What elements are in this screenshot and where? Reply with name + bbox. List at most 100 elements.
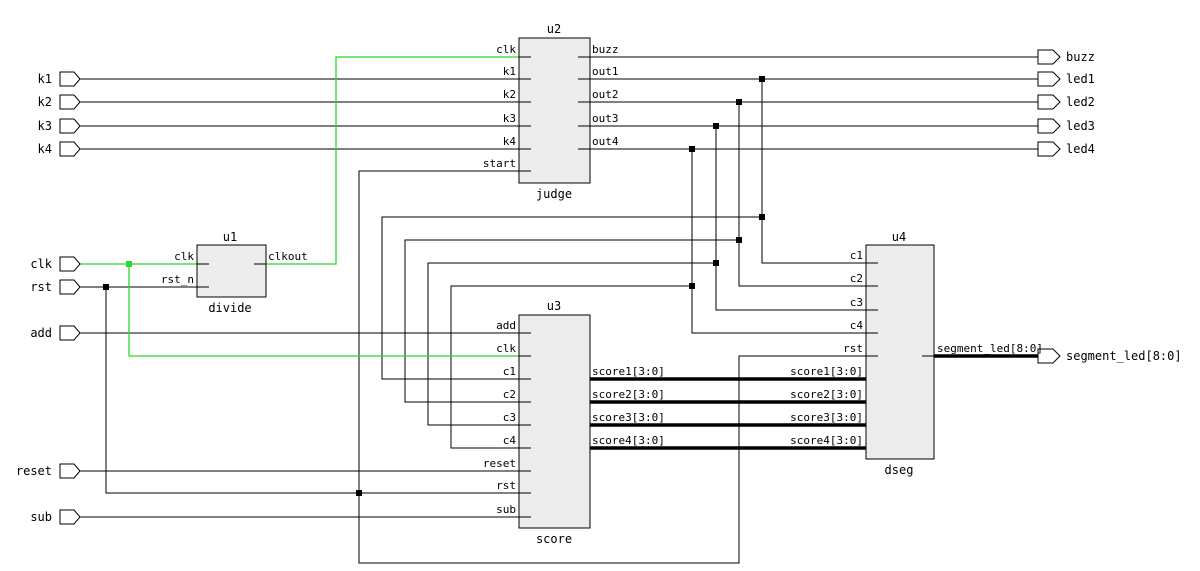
output-port-segment-led[interactable]: segment_led[8:0] <box>1037 348 1182 364</box>
pin-label: score2[3:0] <box>790 388 863 401</box>
output-port-buzz[interactable]: buzz <box>1037 49 1095 65</box>
pin-label: segment_led[8:0] <box>937 342 1043 355</box>
pin-label: k2 <box>503 88 516 101</box>
port-label: sub <box>30 510 52 524</box>
port-label: k4 <box>38 142 52 156</box>
wire-c3-to-u3 <box>427 262 716 426</box>
instance-name: u3 <box>547 299 561 313</box>
block-u4-dseg[interactable]: u4 c1 c2 c3 c4 rst score1[3:0] score2[3:… <box>790 230 1043 477</box>
pin-label: buzz <box>592 43 619 56</box>
port-arrow-icon <box>1037 94 1061 110</box>
port-label: k2 <box>38 95 52 109</box>
pin-label: c1 <box>503 365 516 378</box>
junction-dot <box>736 99 742 105</box>
port-arrow-icon <box>1037 118 1061 134</box>
output-port-led2[interactable]: led2 <box>1037 94 1095 110</box>
input-port-reset[interactable]: reset <box>16 463 81 479</box>
junctions <box>103 76 765 496</box>
pin-label: score3[3:0] <box>592 411 665 424</box>
module-name: dseg <box>885 463 914 477</box>
junction-dot <box>736 237 742 243</box>
wire-c2-to-u3 <box>404 239 739 403</box>
wire-out3-to-u4-c3 <box>715 126 866 311</box>
junction-dot <box>759 214 765 220</box>
input-port-add[interactable]: add <box>30 325 81 341</box>
wire-clkout <box>266 56 519 265</box>
module-name: score <box>536 532 572 546</box>
junction-dot <box>689 283 695 289</box>
instance-name: u1 <box>223 230 237 244</box>
wires <box>80 56 1038 564</box>
input-ports: k1 k2 k3 k4 clk rst add reset <box>16 71 81 525</box>
input-port-k2[interactable]: k2 <box>38 94 81 110</box>
block-u3-score[interactable]: u3 add clk c1 c2 c3 c4 reset rst sub sco… <box>483 299 665 546</box>
input-port-sub[interactable]: sub <box>30 509 81 525</box>
output-port-led4[interactable]: led4 <box>1037 141 1095 157</box>
port-label: clk <box>30 257 52 271</box>
pin-label: score2[3:0] <box>592 388 665 401</box>
port-label: led3 <box>1066 119 1095 133</box>
wire-out1-to-u4-c1 <box>761 79 866 264</box>
block-body <box>196 244 267 298</box>
port-arrow-icon <box>59 94 81 110</box>
pin-label: score3[3:0] <box>790 411 863 424</box>
pin-label: out3 <box>592 112 619 125</box>
block-body <box>518 314 591 529</box>
pin-label: sub <box>496 503 516 516</box>
output-ports: buzz led1 led2 led3 led4 segment_led[8:0… <box>1037 49 1182 364</box>
output-port-led3[interactable]: led3 <box>1037 118 1095 134</box>
pin-label: clkout <box>268 250 308 263</box>
port-label: segment_led[8:0] <box>1066 349 1182 363</box>
pin-label: k1 <box>503 65 516 78</box>
wire-c4-to-u3 <box>450 285 692 449</box>
port-arrow-icon <box>1037 348 1061 364</box>
port-label: add <box>30 326 52 340</box>
pin-label: c1 <box>850 249 863 262</box>
port-arrow-icon <box>59 509 81 525</box>
pin-label: rst_n <box>161 273 194 286</box>
module-name: divide <box>208 301 251 315</box>
pin-label: clk <box>174 250 194 263</box>
pin-label: out1 <box>592 65 619 78</box>
block-body <box>865 244 935 460</box>
block-u1-divide[interactable]: u1 clk rst_n clkout divide <box>161 230 308 315</box>
input-port-clk[interactable]: clk <box>30 256 81 272</box>
input-port-k4[interactable]: k4 <box>38 141 81 157</box>
wire-rst-to-u3 <box>105 287 519 494</box>
pin-label: score1[3:0] <box>790 365 863 378</box>
input-port-rst[interactable]: rst <box>30 279 81 295</box>
port-arrow-icon <box>1037 141 1061 157</box>
pin-label: clk <box>496 43 516 56</box>
junction-dot <box>713 260 719 266</box>
port-arrow-icon <box>1037 71 1061 87</box>
port-arrow-icon <box>59 118 81 134</box>
pin-label: out2 <box>592 88 619 101</box>
output-port-led1[interactable]: led1 <box>1037 71 1095 87</box>
port-arrow-icon <box>59 279 81 295</box>
port-label: buzz <box>1066 50 1095 64</box>
port-arrow-icon <box>59 325 81 341</box>
wire-clk-to-u3 <box>128 264 519 357</box>
wire-out4-to-u4-c4 <box>691 149 866 334</box>
input-port-k1[interactable]: k1 <box>38 71 81 87</box>
port-label: led4 <box>1066 142 1095 156</box>
junction-dot <box>356 490 362 496</box>
junction-dot <box>713 123 719 129</box>
pin-label: clk <box>496 342 516 355</box>
pin-label: k4 <box>503 135 517 148</box>
port-label: rst <box>30 280 52 294</box>
pin-label: rst <box>843 342 863 355</box>
port-label: k3 <box>38 119 52 133</box>
junction-dot <box>759 76 765 82</box>
pin-label: start <box>483 157 516 170</box>
input-port-k3[interactable]: k3 <box>38 118 81 134</box>
pin-label: score4[3:0] <box>592 434 665 447</box>
block-u2-judge[interactable]: u2 clk k1 k2 k3 k4 start buzz out1 out2 … <box>483 22 619 201</box>
pin-label: c3 <box>503 411 516 424</box>
pin-label: score4[3:0] <box>790 434 863 447</box>
pin-label: rst <box>496 479 516 492</box>
pin-label: c4 <box>503 434 517 447</box>
port-arrow-icon <box>59 463 81 479</box>
port-arrow-icon <box>59 256 81 272</box>
